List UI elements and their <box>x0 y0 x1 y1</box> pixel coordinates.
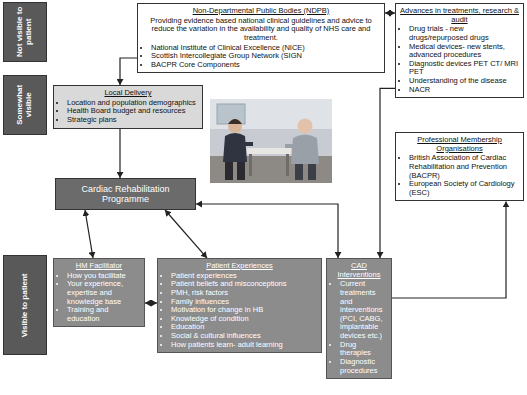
connector-arrow <box>385 12 395 13</box>
band-label: Visible to patient <box>21 259 30 351</box>
connector-arrow <box>145 302 157 303</box>
bullet-item: Medical devices- new stents, advanced pr… <box>409 43 519 60</box>
box-heading: HM Facilitator <box>58 262 140 271</box>
connector-arrow <box>392 201 506 298</box>
bullet-item: Diagnostic procedures <box>340 358 387 375</box>
bullet-item: NACR <box>409 86 519 95</box>
info-box: Professional Membership OrganisationsBri… <box>395 132 524 201</box>
bullet-item: Patient beliefs and misconceptions <box>171 280 317 289</box>
info-box: Advances in treatments, research & audit… <box>395 3 524 98</box>
info-box: CAD InterventionsCurrent treatments and … <box>326 258 392 379</box>
info-box: Non-Departmental Public Bodies (NDPB)Pro… <box>137 3 385 73</box>
bullet-item: How patients learn- adult learning <box>171 341 317 350</box>
visibility-band: Visible to patient <box>3 255 47 355</box>
bullet-list: Drug trials - new drugs/repurposed drugs… <box>400 25 519 94</box>
box-heading: CAD Interventions <box>331 262 387 279</box>
bullet-item: Drug therapies <box>340 341 387 358</box>
bullet-item: Education <box>171 323 317 332</box>
bullet-item: BACPR Core Components <box>151 61 380 70</box>
bullet-list: Location and population demographicsHeal… <box>58 99 198 125</box>
band-label: Somewhat visible <box>16 79 34 131</box>
band-label: Not visible to patient <box>16 6 34 58</box>
bullet-item: Motivation for change in HB <box>171 306 317 315</box>
bullet-item: Patient experiences <box>171 272 317 281</box>
bullet-item: PMH, risk factors <box>171 289 317 298</box>
bullet-list: British Association of Cardiac Rehabilit… <box>400 154 519 197</box>
box-heading: Professional Membership Organisations <box>400 136 519 153</box>
visibility-band: Somewhat visible <box>3 75 47 135</box>
visibility-band: Not visible to patient <box>3 2 47 62</box>
bullet-item: Scottish Intercollegiate Group Network (… <box>151 52 380 61</box>
box-heading: Patient Experiences <box>162 262 317 271</box>
box-heading: Local Delivery <box>58 89 198 98</box>
box-description: Providing evidence based national clinic… <box>142 17 380 43</box>
bullet-item: Current treatments and interventions (PC… <box>340 280 387 340</box>
bullet-list: National Institute of Clinical Excellenc… <box>142 44 380 70</box>
bullet-item: National Institute of Clinical Excellenc… <box>151 44 380 53</box>
bullet-item: Social & cultural influences <box>171 332 317 341</box>
bullet-item: Understanding of the disease <box>409 77 519 86</box>
connector-arrow <box>196 204 338 258</box>
bullet-item: Your experience, expertise and knowledge… <box>67 280 140 306</box>
bullet-list: Patient experiencesPatient beliefs and m… <box>162 272 317 350</box>
bullet-item: Location and population demographics <box>67 99 198 108</box>
bullet-item: Drug trials - new drugs/repurposed drugs <box>409 25 519 42</box>
connector-arrow <box>165 210 207 258</box>
bullet-item: Diagnostic devices PET CT/ MRI PET <box>409 60 519 77</box>
consultation-photo <box>207 96 335 186</box>
connector-arrow <box>380 88 395 258</box>
bullet-item: Family influences <box>171 298 317 307</box>
bullet-item: British Association of Cardiac Rehabilit… <box>409 154 519 180</box>
connector-arrow <box>119 129 120 179</box>
bullet-item: Knowledge of condition <box>171 315 317 324</box>
bullet-list: Current treatments and interventions (PC… <box>331 280 387 375</box>
box-title: Cardiac Rehabilitation Programme <box>60 184 191 205</box>
bullet-item: How you facilitate <box>67 272 140 281</box>
connector-arrow <box>120 58 137 85</box>
box-heading: Non-Departmental Public Bodies (NDPB) <box>142 7 380 16</box>
bullet-item: European Society of Cardiology (ESC) <box>409 180 519 197</box>
programme-box: Cardiac Rehabilitation Programme <box>55 178 196 210</box>
info-box: Patient ExperiencesPatient experiencesPa… <box>157 258 322 353</box>
box-heading: Advances in treatments, research & audit <box>400 7 519 24</box>
connector-arrow <box>85 210 93 258</box>
info-box: Local DeliveryLocation and population de… <box>53 85 203 129</box>
bullet-item: Training and education <box>67 306 140 323</box>
bullet-item: Strategic plans <box>67 116 198 125</box>
info-box: HM FacilitatorHow you facilitateYour exp… <box>53 258 145 327</box>
bullet-item: Health Board budget and resources <box>67 107 198 116</box>
bullet-list: How you facilitateYour experience, exper… <box>58 272 140 324</box>
